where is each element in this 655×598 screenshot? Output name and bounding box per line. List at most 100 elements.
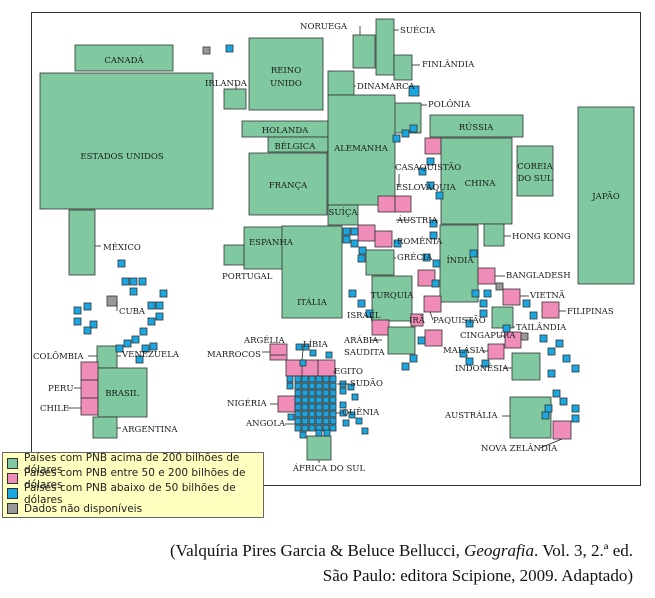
box-turquia	[371, 275, 413, 322]
box-egito	[317, 359, 336, 377]
box-india	[439, 224, 479, 303]
legend-label: Países com PNB abaixo de 50 bilhões de d…	[24, 481, 236, 506]
box-small-country	[339, 401, 347, 409]
caption-text: (Valquíria Pires Garcia & Beluce Bellucc…	[170, 541, 465, 560]
box-small-country	[286, 375, 294, 383]
box-arabia-saudita	[387, 326, 416, 355]
box-small-country	[308, 375, 316, 383]
box-small-country	[315, 375, 323, 383]
box-small-country	[522, 299, 531, 308]
legend-label: Dados não disponíveis	[24, 502, 143, 515]
label-holanda: HOLANDA	[262, 126, 309, 136]
label-cuba: CUBA	[119, 307, 146, 317]
box-nova-zelandia	[552, 420, 572, 440]
box-small-country	[547, 369, 556, 378]
box-small-country	[529, 311, 538, 320]
label-coreia-1: COREIA	[517, 162, 553, 172]
box-small-country	[308, 382, 316, 390]
label-vietna: VIETNÃ	[529, 289, 566, 301]
box-small-country	[308, 396, 316, 404]
box-small-country	[348, 411, 356, 419]
box-small-country	[357, 224, 376, 242]
box-dinamarca	[327, 70, 355, 96]
label-australia: AUSTRÁLIA	[444, 409, 498, 421]
box-small-country	[308, 403, 316, 411]
box-romenia	[374, 230, 393, 248]
label-indonesia: INDONÉSIA	[455, 362, 509, 374]
box-argentina	[92, 416, 118, 439]
label-nova-zelandia: NOVA ZELÂNDIA	[481, 442, 558, 454]
box-small-country	[393, 239, 402, 248]
box-brasil	[97, 367, 148, 418]
box-malasia	[487, 343, 505, 360]
leader-line	[301, 349, 304, 361]
box-small-country	[294, 417, 302, 425]
legend-label: Países com PNB entre 50 e 200 bilhões de…	[24, 466, 246, 491]
box-small-country	[322, 382, 330, 390]
box-small-country	[479, 309, 488, 318]
label-eslovaquia: ESLOVÁQUIA	[396, 181, 457, 193]
leader-line	[539, 438, 563, 449]
box-small-country	[544, 404, 553, 413]
legend-swatch	[7, 488, 18, 499]
box-portugal	[223, 244, 245, 266]
box-filipinas	[541, 301, 560, 319]
label-polonia: POLÔNIA	[428, 98, 471, 110]
label-paquistao: PAQUISTÃO	[433, 314, 486, 326]
box-franca	[248, 152, 328, 216]
box-grecia	[365, 249, 395, 276]
box-small-country	[83, 302, 92, 311]
legend-item-over-200: Países com PNB acima de 200 bilhões de d…	[7, 452, 259, 476]
box-indonesia	[511, 352, 541, 381]
box-small-country	[309, 349, 317, 357]
box-small-country	[315, 417, 323, 425]
box-small-country	[149, 342, 158, 351]
box-small-country	[502, 324, 511, 333]
label-russia: RÚSSIA	[459, 121, 494, 133]
label-malasia: MALÁSIA	[443, 344, 486, 356]
label-usa: ESTADOS UNIDOS	[80, 152, 163, 162]
label-romenia: ROMÊNIA	[397, 235, 443, 247]
box-small-country	[315, 396, 323, 404]
box-suecia	[375, 18, 395, 76]
box-small-country	[358, 246, 367, 255]
box-small-country	[361, 427, 369, 435]
box-small-country	[408, 85, 420, 97]
box-small-country	[409, 124, 418, 133]
label-chile: CHILE	[40, 404, 69, 414]
box-small-country	[302, 343, 310, 351]
legend-item-no-data: Dados não disponíveis	[7, 501, 259, 516]
box-small-country	[562, 354, 571, 363]
box-small-country	[322, 375, 330, 383]
box-small-country	[139, 327, 148, 336]
box-small-country	[155, 301, 164, 310]
box-israel	[371, 319, 390, 336]
box-nigeria	[277, 395, 296, 413]
label-italia: ITÁLIA	[297, 296, 328, 308]
box-suica	[327, 204, 359, 226]
box-small-country	[417, 269, 436, 287]
box-small-country	[115, 344, 124, 353]
box-small-country	[357, 299, 366, 308]
box-small-country	[329, 424, 337, 432]
box-small-country	[294, 410, 302, 418]
label-grecia: GRÉCIA	[397, 251, 433, 263]
box-small-country	[73, 306, 82, 315]
box-small-country	[465, 319, 474, 328]
box-africa-do-sul	[306, 435, 332, 461]
box-small-country	[350, 227, 359, 236]
label-irlanda: IRLANDA	[205, 79, 248, 89]
label-egito: EGITO	[334, 367, 363, 377]
box-small-country	[294, 382, 302, 390]
label-hong-kong: HONG KONG	[512, 232, 571, 242]
box-small-country	[225, 44, 234, 53]
box-small-country	[73, 317, 82, 326]
legend-swatch	[7, 473, 18, 484]
box-small-country	[539, 334, 548, 343]
label-angola: ANGOLA	[245, 419, 286, 429]
label-peru: PERU	[48, 384, 74, 394]
label-marrocos: MARROCOS	[207, 350, 261, 360]
box-small-country	[138, 277, 147, 286]
